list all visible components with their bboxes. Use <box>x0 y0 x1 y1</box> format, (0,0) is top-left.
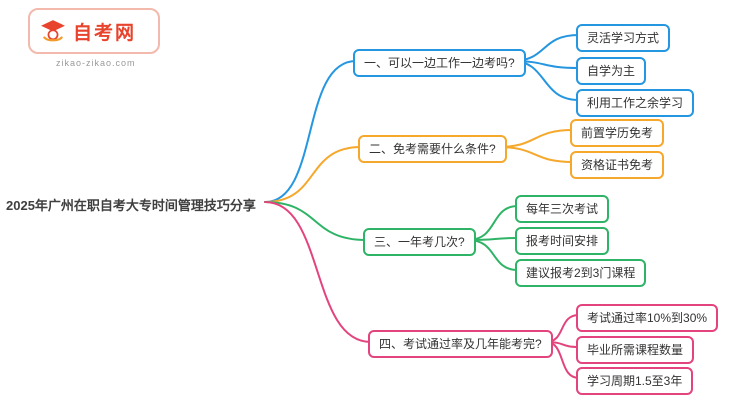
link-branch2-leaf2 <box>497 146 574 163</box>
leaf-node-1-1: 灵活学习方式 <box>576 24 671 52</box>
site-domain: zikao-zikao.com <box>56 58 136 68</box>
leaf-node-4-2: 毕业所需课程数量 <box>576 336 695 364</box>
leaf-node-3-1: 每年三次考试 <box>515 195 610 223</box>
link-root-branch1 <box>264 60 357 203</box>
branch-node-1: 一、可以一边工作一边考吗? <box>353 49 526 77</box>
leaf-node-3-3: 建议报考2到3门课程 <box>515 259 647 287</box>
leaf-node-4-1: 考试通过率10%到30% <box>576 304 719 332</box>
link-root-branch3 <box>264 201 367 241</box>
leaf-node-1-2: 自学为主 <box>576 57 647 85</box>
site-logo: 自考网 <box>28 8 160 54</box>
leaf-node-1-3: 利用工作之余学习 <box>576 89 695 117</box>
brand-name: 自考网 <box>73 22 137 44</box>
branch-node-3: 三、一年考几次? <box>363 228 476 256</box>
link-root-branch4 <box>264 201 372 343</box>
leaf-node-4-3: 学习周期1.5至3年 <box>576 367 694 395</box>
branch-node-4: 四、考试通过率及几年能考完? <box>368 330 553 358</box>
leaf-node-3-2: 报考时间安排 <box>515 227 610 255</box>
graduation-cap-icon <box>41 20 65 42</box>
leaf-node-2-2: 资格证书免考 <box>570 151 665 179</box>
mindmap-root-node: 2025年广州在职自考大专时间管理技巧分享 <box>6 198 256 213</box>
link-root-branch2 <box>264 146 362 203</box>
link-branch3-leaf3 <box>467 239 519 271</box>
branch-node-2: 二、免考需要什么条件? <box>358 135 507 163</box>
link-branch2-leaf1 <box>497 129 574 148</box>
leaf-node-2-1: 前置学历免考 <box>570 119 665 147</box>
